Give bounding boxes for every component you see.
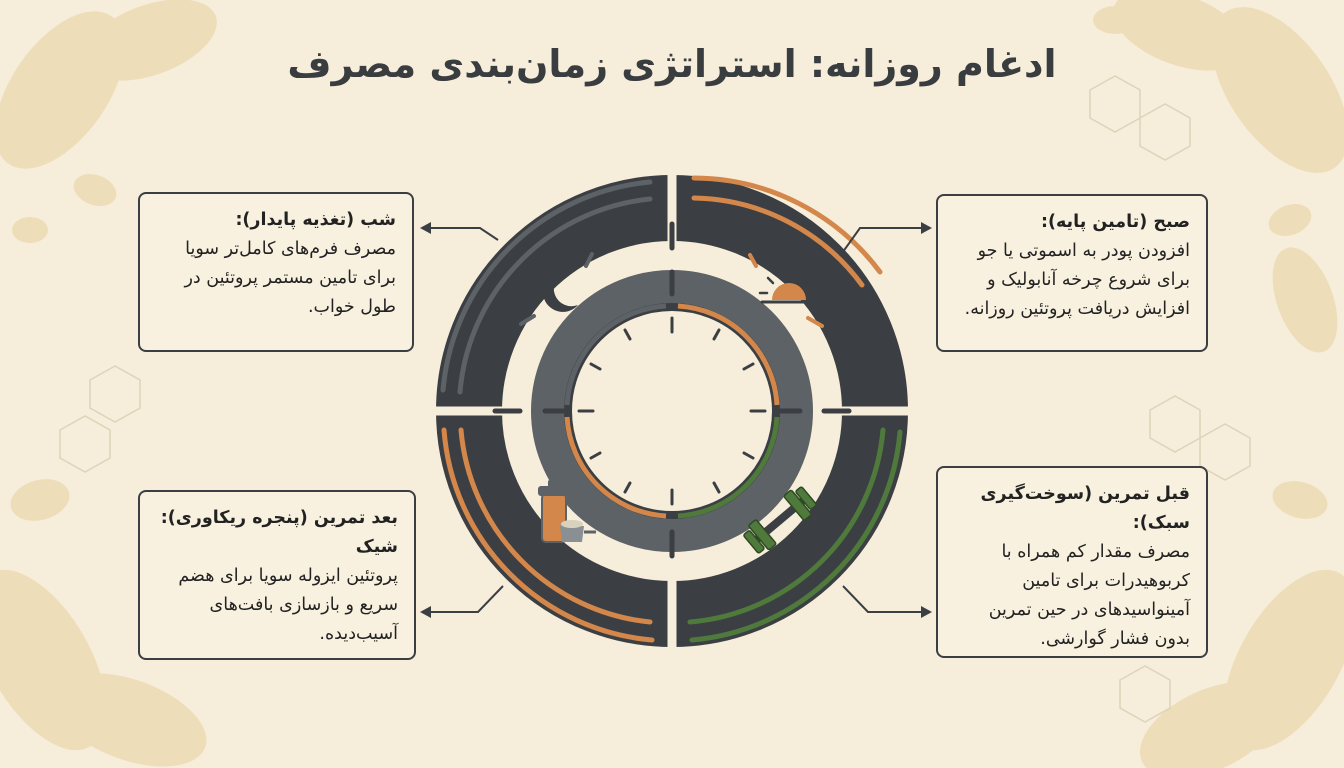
ring-segment-before-workout	[671, 410, 908, 647]
sun-ray-dash	[806, 316, 824, 328]
molecule-decoration-icon	[59, 415, 111, 473]
card-before-workout: قبل تمرین (سوخت‌گیری سبک): مصرف مقدار کم…	[936, 466, 1208, 658]
leaf-decoration-icon	[83, 0, 217, 81]
accent-arc-after-workout	[441, 427, 655, 643]
soybean-decoration-icon	[12, 217, 48, 243]
card-morning-heading: صبح (تامین پایه):	[1040, 212, 1190, 232]
card-after-workout-heading: بعد تمرین (پنجره ریکاوری): شیک	[160, 508, 398, 557]
soybean-decoration-icon	[1268, 204, 1312, 236]
clock-arc-gray	[564, 303, 667, 406]
card-night-body: مصرف فرم‌های کامل‌تر سویا برای تامین مست…	[184, 239, 396, 317]
crescent-moon-icon	[542, 271, 578, 312]
clock-tick	[742, 451, 755, 460]
molecule-decoration-icon	[89, 365, 141, 423]
ring-segment-after-workout	[436, 410, 673, 647]
connector-after-workout	[428, 585, 504, 613]
protein-shaker-icon	[538, 480, 596, 543]
soybean-decoration-icon	[10, 479, 70, 521]
sunrise-icon	[758, 266, 820, 304]
soybean-decoration-icon	[73, 174, 117, 206]
accent-arc-morning	[691, 195, 865, 288]
clock-tick	[712, 328, 721, 341]
clock-tick	[623, 481, 632, 494]
accent-arc-night	[457, 196, 653, 395]
sun-ray-dash	[748, 253, 758, 268]
accent-arc-before-workout	[687, 427, 886, 625]
accent-arc-before-workout	[689, 429, 903, 643]
soybean-decoration-icon	[1093, 6, 1137, 34]
ring-segment-morning	[671, 175, 908, 412]
accent-arc-night	[440, 179, 653, 393]
soybean-decoration-icon	[1272, 481, 1328, 519]
clock-tick	[712, 481, 721, 494]
dumbbell-icon	[743, 486, 817, 554]
ring-segment-night	[436, 175, 673, 412]
leaf-decoration-icon	[1272, 247, 1338, 353]
leaf-decoration-icon	[1113, 0, 1247, 71]
arrow-head-icon	[420, 606, 431, 618]
connector-before-workout	[842, 585, 926, 613]
accent-arc-morning	[691, 175, 883, 275]
molecule-decoration-icon	[1119, 665, 1171, 723]
arrow-head-icon	[921, 222, 932, 234]
card-after-workout: بعد تمرین (پنجره ریکاوری): شیک پروتئین ا…	[138, 490, 416, 660]
card-night-heading: شب (تغذیه پایدار):	[235, 210, 396, 230]
clock-arc-orange	[677, 303, 780, 406]
card-night: شب (تغذیه پایدار): مصرف فرم‌های کامل‌تر …	[138, 192, 414, 352]
leaf-decoration-icon	[1139, 681, 1281, 768]
clock-tick	[589, 362, 602, 371]
accent-arc-after-workout	[458, 427, 653, 625]
clock-arc-orange-left	[564, 416, 667, 519]
clock-tick	[742, 362, 755, 371]
clock-tick	[623, 328, 632, 341]
card-morning: صبح (تامین پایه): افزودن پودر به اسموتی …	[936, 194, 1208, 352]
arrow-head-icon	[420, 222, 431, 234]
arrow-head-icon	[921, 606, 932, 618]
moon-dash	[584, 252, 594, 268]
clock-arc-green	[677, 416, 780, 519]
clock-face	[574, 313, 770, 509]
leaf-decoration-icon	[53, 673, 207, 767]
card-morning-body: افزودن پودر به اسموتی یا جو برای شروع چر…	[964, 241, 1190, 319]
page-title: ادغام روزانه: استراتژی زمان‌بندی مصرف	[287, 42, 1057, 86]
card-before-workout-heading: قبل تمرین (سوخت‌گیری سبک):	[980, 484, 1190, 533]
connector-night	[428, 227, 499, 241]
moon-dash	[519, 314, 536, 326]
clock-tick	[589, 451, 602, 460]
connector-morning	[839, 227, 926, 257]
card-before-workout-body: مصرف مقدار کم همراه با کربوهیدرات برای ت…	[988, 542, 1190, 649]
card-after-workout-body: پروتئین ایزوله سویا برای هضم سریع و بازس…	[178, 566, 398, 644]
molecule-decoration-icon	[1139, 103, 1191, 161]
